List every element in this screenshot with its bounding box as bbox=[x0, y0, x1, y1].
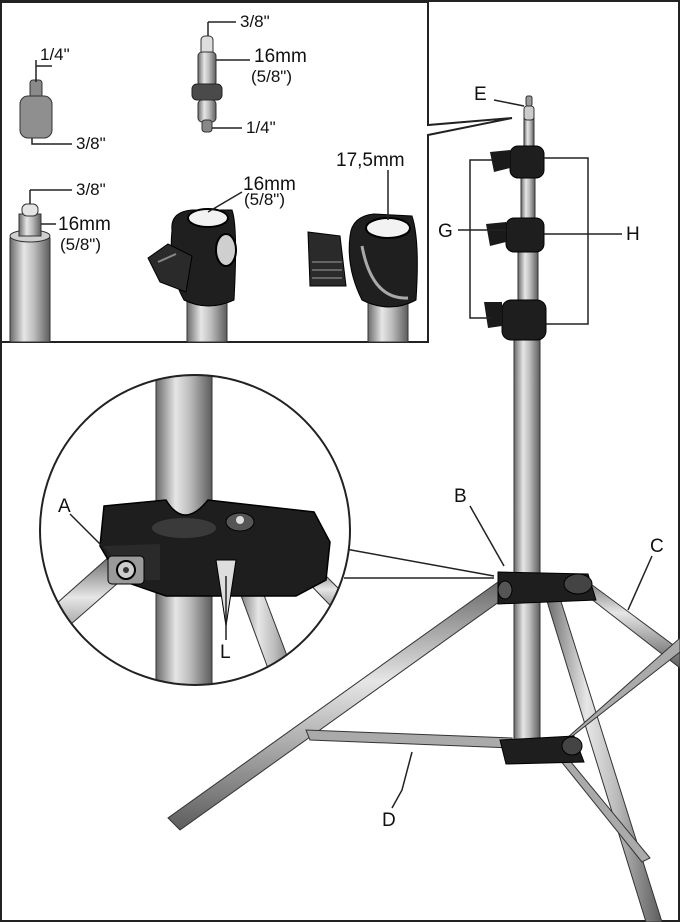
leg-lock-block[interactable] bbox=[497, 571, 597, 605]
label-double-mid: 16mm bbox=[254, 46, 307, 67]
part-e-label: E bbox=[474, 84, 487, 105]
detail-circle bbox=[39, 374, 351, 686]
part-b-label: B bbox=[454, 486, 467, 507]
thread-spigot bbox=[19, 60, 72, 145]
leader-a bbox=[69, 513, 113, 557]
leader-d bbox=[391, 751, 413, 809]
inset-box bbox=[2, 1, 513, 343]
receiver-16mm bbox=[147, 191, 243, 343]
leader-e bbox=[493, 99, 525, 107]
part-d-label: D bbox=[382, 810, 396, 831]
zoom-line-top bbox=[339, 547, 495, 577]
receiver-17-5mm bbox=[307, 170, 418, 343]
label-receiver17-size: 17,5mm bbox=[336, 150, 405, 171]
part-l-label: L bbox=[220, 642, 231, 663]
label-spigot-bottom: 3/8" bbox=[76, 134, 106, 153]
label-receiver16-alt: (5/8") bbox=[244, 190, 285, 209]
label-double-top: 3/8" bbox=[240, 12, 270, 31]
leader-b bbox=[469, 505, 505, 567]
bracket-right bbox=[544, 157, 589, 325]
label-receiver16-size: 16mm bbox=[243, 174, 296, 195]
stand-top-spigot bbox=[9, 189, 72, 343]
label-double-bottom: 1/4" bbox=[246, 118, 276, 137]
part-a-label: A bbox=[58, 496, 71, 517]
part-c-label: C bbox=[650, 536, 664, 557]
detail-view bbox=[40, 375, 350, 685]
leader-c bbox=[627, 555, 653, 611]
center-column bbox=[513, 95, 541, 741]
label-double-mid-alt: (5/8") bbox=[251, 67, 292, 86]
label-standtop-top: 3/8" bbox=[76, 180, 106, 199]
label-spigot-top: 1/4" bbox=[40, 45, 70, 64]
height-clamps[interactable] bbox=[484, 145, 547, 341]
brace-block bbox=[499, 735, 585, 765]
label-standtop-mid: 16mm bbox=[58, 214, 111, 235]
label-standtop-mid-alt: (5/8") bbox=[60, 235, 101, 254]
double-spigot bbox=[191, 21, 250, 133]
bracket-left bbox=[469, 159, 492, 319]
part-g-label: G bbox=[438, 221, 453, 242]
part-h-label: H bbox=[626, 224, 640, 245]
